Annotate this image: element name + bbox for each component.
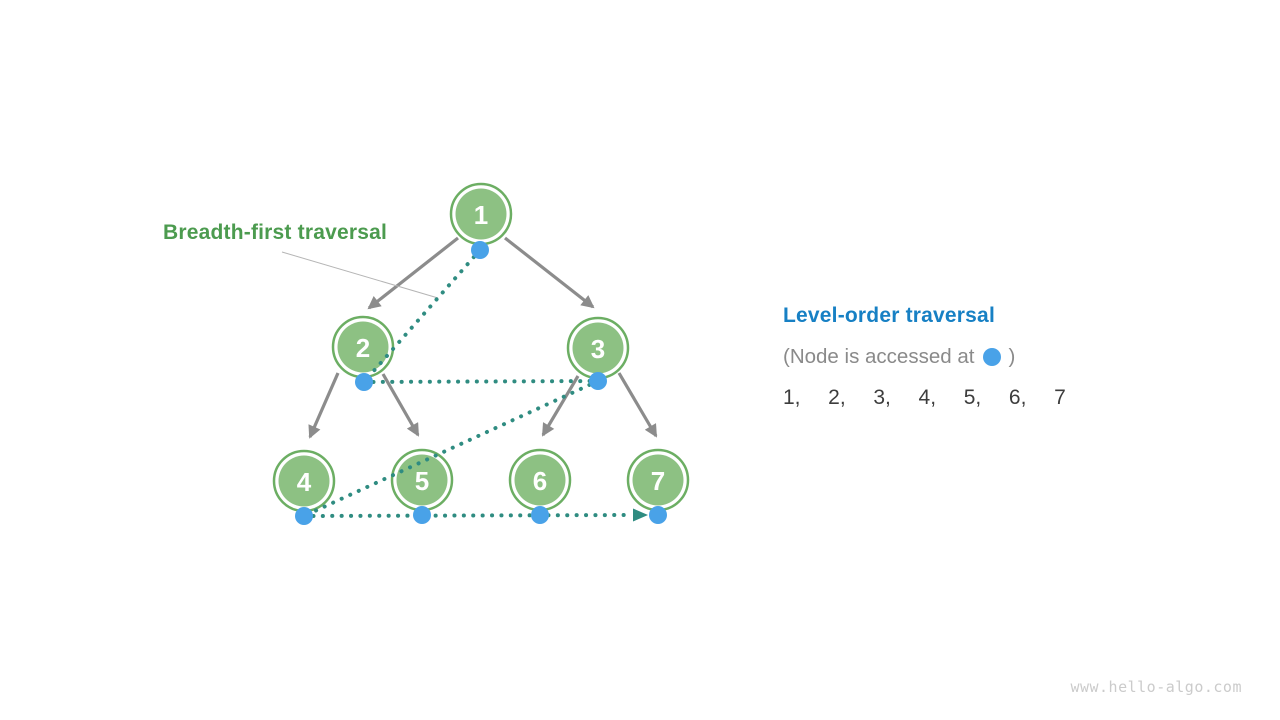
legend-note: (Node is accessed at )	[783, 345, 1066, 369]
tree-edge	[541, 375, 580, 437]
node-label: 4	[297, 467, 312, 497]
traversal-arrowhead-icon	[633, 508, 648, 522]
tree-node-6: 6	[508, 448, 572, 512]
traversal-path-segment	[362, 379, 600, 384]
legend: Level-order traversal (Node is accessed …	[783, 304, 1066, 410]
node-label: 5	[415, 466, 429, 496]
access-dot	[531, 506, 549, 524]
label-leader-line	[281, 251, 439, 299]
node-circle	[455, 188, 507, 240]
access-dot	[649, 506, 667, 524]
access-dot	[413, 506, 431, 524]
node-circle	[278, 455, 330, 507]
traversal-path-segment	[302, 513, 632, 518]
access-dot	[471, 241, 489, 259]
node-label: 7	[651, 466, 665, 496]
tree-node-4: 4	[272, 449, 336, 513]
traversal-sequence: 1, 2, 3, 4, 5, 6, 7	[783, 386, 1066, 409]
access-dot	[589, 372, 607, 390]
legend-title: Level-order traversal	[783, 304, 995, 327]
legend-note-text: (Node is accessed at	[783, 345, 975, 368]
traversal-path-segment	[302, 379, 600, 518]
traversal-path-segment	[362, 248, 482, 384]
node-circle	[514, 454, 566, 506]
tree-edge	[504, 236, 595, 309]
legend-note-close: )	[1008, 345, 1016, 368]
node-label: 6	[533, 466, 547, 496]
tree-edge	[381, 373, 420, 437]
node-label: 2	[356, 333, 370, 363]
node-label: 1	[474, 200, 488, 230]
breadth-first-label: Breadth-first traversal	[163, 221, 388, 244]
access-dot	[295, 507, 313, 525]
tree-node-2: 2	[331, 315, 395, 379]
tree-edge	[367, 236, 459, 310]
access-dot-icon	[983, 348, 1002, 366]
node-circle	[632, 454, 684, 506]
tree-node-1: 1	[449, 182, 513, 246]
node-label: 3	[591, 334, 605, 364]
tree-node-7: 7	[626, 448, 690, 512]
node-circle	[337, 321, 389, 373]
tree-edge	[308, 372, 340, 439]
tree-node-5: 5	[390, 448, 454, 512]
tree-edge	[617, 372, 658, 438]
watermark: www.hello-algo.com	[1070, 678, 1242, 696]
node-circle	[572, 322, 624, 374]
tree-node-3: 3	[566, 316, 630, 380]
access-dot	[355, 373, 373, 391]
